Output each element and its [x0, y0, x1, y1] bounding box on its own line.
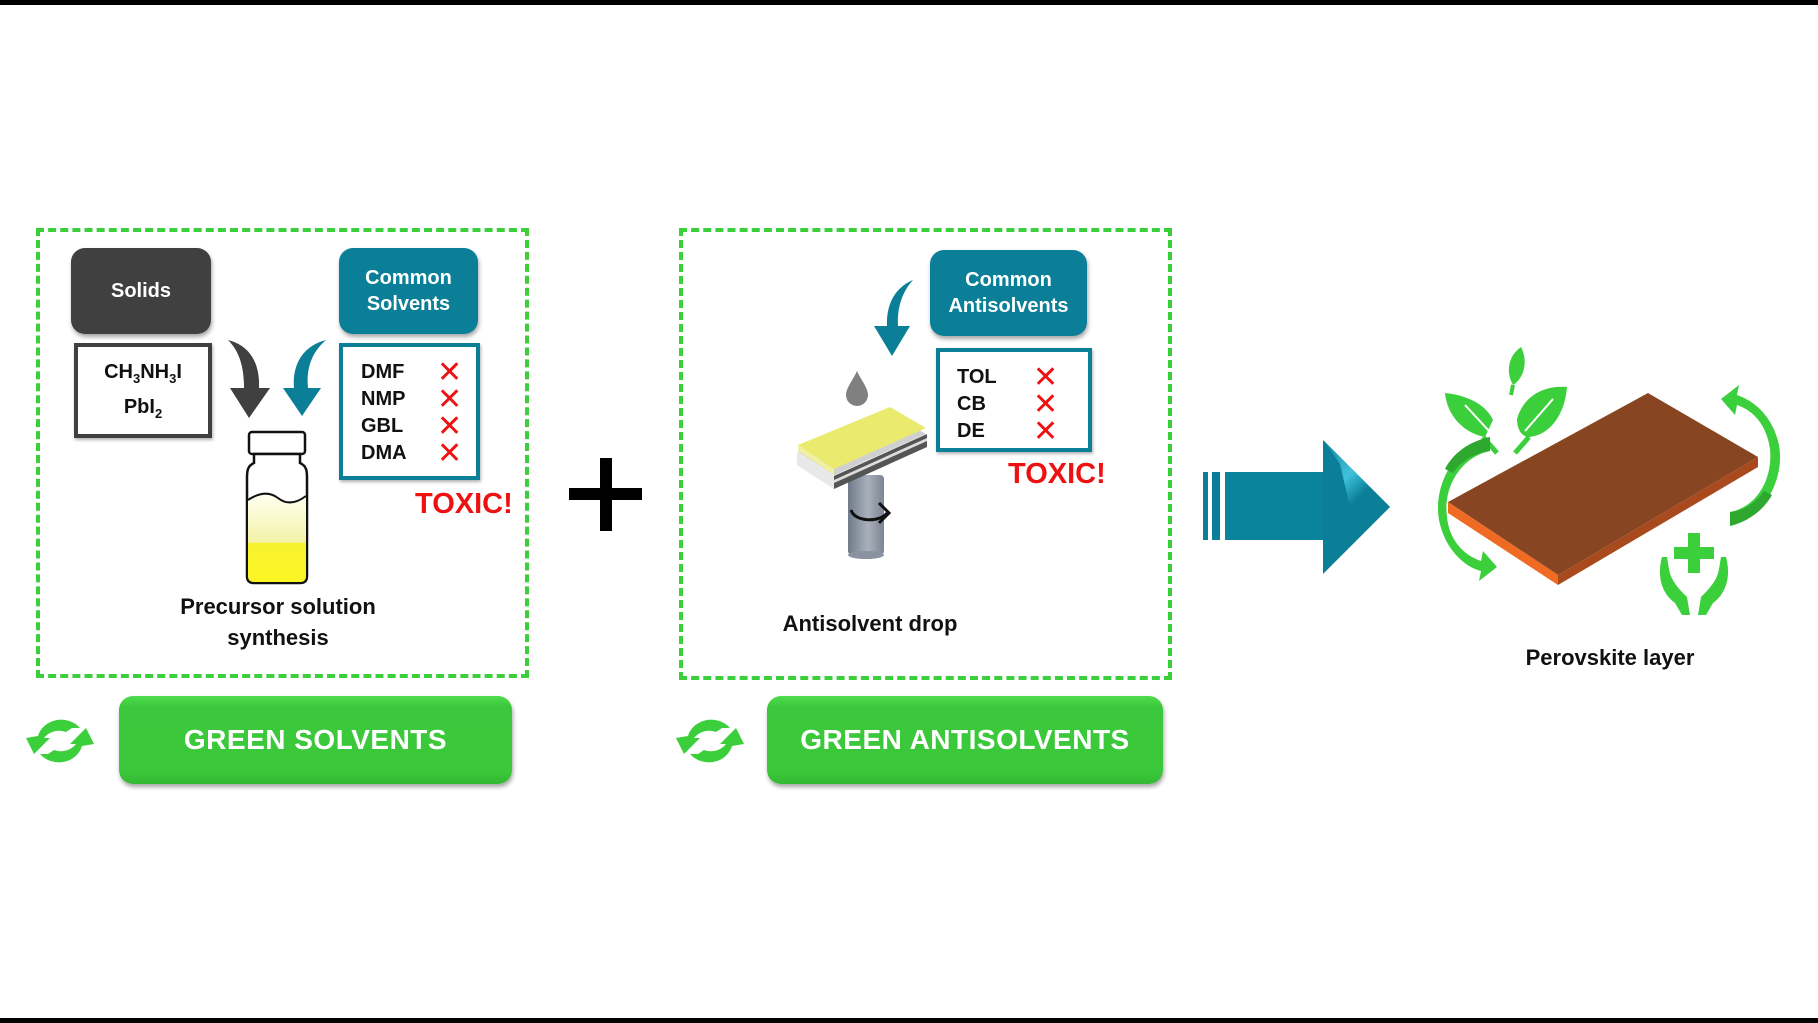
bottom-border	[0, 1018, 1818, 1023]
precursor-caption-line1: Precursor solution	[180, 594, 376, 619]
perovskite-slab-icon	[1448, 393, 1758, 585]
cycle-arrow-right-icon	[1721, 385, 1781, 526]
solvent-item: NMP✕	[361, 382, 463, 416]
green-solvents-button[interactable]: GREEN SOLVENTS	[119, 696, 512, 784]
cross-icon: ✕	[437, 355, 463, 389]
cross-icon: ✕	[1033, 360, 1059, 394]
precursor-caption: Precursor solution synthesis	[140, 591, 416, 653]
precursor-caption-line2: synthesis	[227, 625, 329, 650]
cross-icon: ✕	[437, 382, 463, 416]
solvents-label-line1: Common	[365, 267, 452, 289]
cross-icon: ✕	[437, 409, 463, 443]
plus-icon	[569, 458, 642, 531]
solvent-item: GBL✕	[361, 409, 463, 443]
spin-coater-icon	[795, 407, 929, 559]
toxic-warning: TOXIC!	[1008, 458, 1106, 490]
big-right-arrow-icon	[1203, 440, 1390, 574]
cross-icon: ✕	[1033, 387, 1059, 421]
antisolvent-caption: Antisolvent drop	[782, 611, 958, 636]
formula-methylammonium-iodide: CH3NH3I	[104, 360, 182, 386]
solvent-item: DMA✕	[361, 436, 463, 470]
antisolvent-panel	[679, 228, 1172, 680]
vial-icon	[245, 430, 309, 585]
top-border	[0, 0, 1818, 5]
antisolvent-item: TOL✕	[957, 360, 1059, 394]
antisolvent-item: DE✕	[957, 414, 1059, 448]
cross-icon: ✕	[437, 436, 463, 470]
antisolvent-list: TOL✕ CB✕ DE✕	[936, 348, 1092, 452]
antisolvents-label-line1: Common	[965, 269, 1052, 291]
droplet-icon	[846, 371, 868, 406]
antisolvent-item: CB✕	[957, 387, 1059, 421]
curved-arrows-icon	[228, 340, 326, 418]
leaves-icon	[1445, 347, 1567, 455]
toxic-warning: TOXIC!	[415, 488, 513, 520]
formula-lead-iodide: PbI2	[123, 395, 163, 421]
perovskite-caption: Perovskite layer	[1525, 645, 1695, 670]
solvent-item: DMF✕	[361, 355, 463, 389]
teal-curved-arrow-icon	[874, 280, 913, 356]
perovskite-illustration	[1438, 347, 1781, 615]
teal-curved-arrow-icon	[283, 340, 326, 416]
solvent-list: DMF✕ NMP✕ GBL✕ DMA✕	[339, 343, 480, 480]
solvents-label-line2: Solvents	[366, 293, 451, 315]
hands-cross-icon	[1659, 533, 1729, 615]
solids-formula-box: CH3NH3I PbI2	[74, 343, 212, 438]
recycle-icon	[676, 719, 744, 763]
dark-curved-arrow-icon	[228, 340, 270, 418]
cycle-arrow-left-icon	[1438, 437, 1497, 581]
precursor-panel	[36, 228, 529, 678]
recycle-icon	[26, 719, 94, 763]
green-antisolvents-button[interactable]: GREEN ANTISOLVENTS	[767, 696, 1163, 784]
common-antisolvents-header: Common Antisolvents	[930, 250, 1087, 336]
cross-icon: ✕	[1033, 414, 1059, 448]
common-solvents-header: Common Solvents	[339, 248, 478, 334]
antisolvents-label-line2: Antisolvents	[948, 295, 1069, 317]
solids-label: Solids	[110, 280, 171, 302]
solids-header: Solids	[71, 248, 211, 334]
